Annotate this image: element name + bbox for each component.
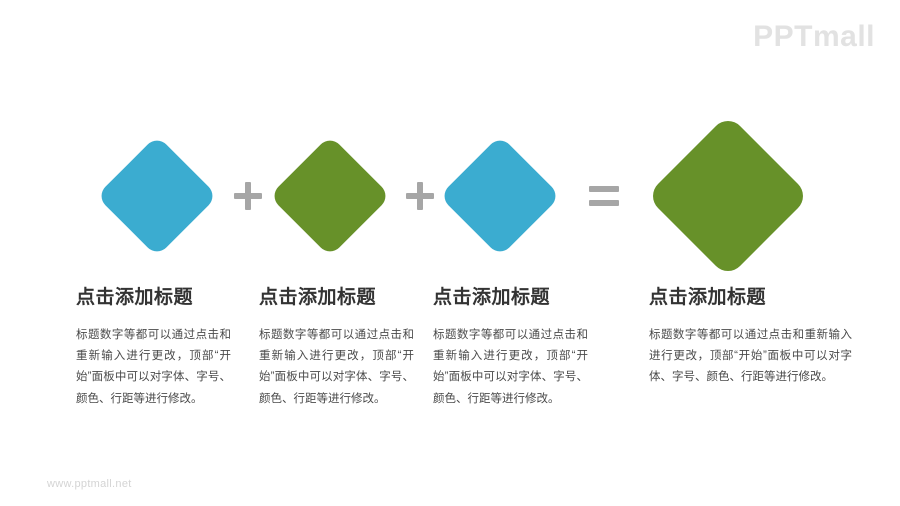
column-4-body[interactable]: 标题数字等都可以通过点击和重新输入进行更改，顶部“开始”面板中可以对字体、字号、… xyxy=(649,328,852,384)
plus-icon-1 xyxy=(234,182,262,210)
column-2: 点击添加标题 标题数字等都可以通过点击和重新输入进行更改，顶部“开始”面板中可以… xyxy=(259,287,414,410)
diamond-4[interactable] xyxy=(645,113,811,279)
plus-bar-vertical xyxy=(417,182,423,210)
footer-url: www.pptmall.net xyxy=(47,478,132,490)
diamond-2[interactable] xyxy=(269,135,391,257)
column-3-body[interactable]: 标题数字等都可以通过点击和重新输入进行更改，顶部“开始”面板中可以对字体、字号、… xyxy=(433,328,588,405)
diamond-1[interactable] xyxy=(96,135,218,257)
column-3: 点击添加标题 标题数字等都可以通过点击和重新输入进行更改，顶部“开始”面板中可以… xyxy=(433,287,588,410)
pptmall-logo: PPTmall xyxy=(753,22,875,52)
column-3-title[interactable]: 点击添加标题 xyxy=(433,287,551,308)
plus-icon-2 xyxy=(406,182,434,210)
column-2-title[interactable]: 点击添加标题 xyxy=(259,287,377,308)
column-4-title[interactable]: 点击添加标题 xyxy=(649,287,767,308)
equals-icon xyxy=(589,186,619,206)
diamond-3[interactable] xyxy=(439,135,561,257)
column-4: 点击添加标题 标题数字等都可以通过点击和重新输入进行更改，顶部“开始”面板中可以… xyxy=(649,287,852,389)
equals-bar-top xyxy=(589,186,619,192)
column-1-title[interactable]: 点击添加标题 xyxy=(76,287,194,308)
equals-bar-bottom xyxy=(589,200,619,206)
column-2-body[interactable]: 标题数字等都可以通过点击和重新输入进行更改，顶部“开始”面板中可以对字体、字号、… xyxy=(259,328,414,405)
text-columns: 点击添加标题 标题数字等都可以通过点击和重新输入进行更改，顶部“开始”面板中可以… xyxy=(0,287,900,428)
logo-text: PPTmall xyxy=(753,20,875,53)
shape-row xyxy=(96,113,811,279)
column-1-body[interactable]: 标题数字等都可以通过点击和重新输入进行更改，顶部“开始”面板中可以对字体、字号、… xyxy=(76,328,231,405)
column-1: 点击添加标题 标题数字等都可以通过点击和重新输入进行更改，顶部“开始”面板中可以… xyxy=(76,287,231,410)
plus-bar-vertical xyxy=(245,182,251,210)
